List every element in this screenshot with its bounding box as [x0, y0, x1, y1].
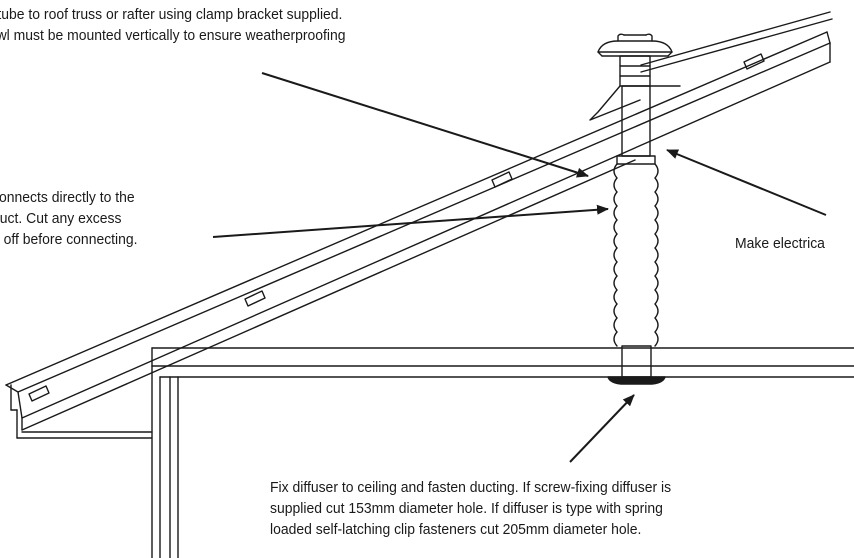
arrow-to-electrical-connection: [666, 149, 827, 216]
eave-fascia: [10, 384, 153, 439]
annotation-line: /cowl must be mounted vertically to ensu…: [0, 27, 346, 44]
annotation-line: Make electrica: [735, 235, 825, 252]
annotation-line: Fix diffuser to ceiling and fasten ducti…: [270, 479, 672, 496]
roof-cowl: [597, 33, 673, 87]
roof-rafter: [5, 11, 833, 431]
flexible-duct: [613, 163, 659, 378]
ceiling-joist: [151, 347, 854, 378]
annotation-line: en tube to roof truss or rafter using cl…: [0, 6, 343, 23]
vent-tube: [616, 85, 656, 165]
annotation-electrical: Make electrica: [735, 233, 825, 254]
wall: [151, 365, 179, 558]
ceiling-diffuser: [607, 376, 666, 385]
annotation-line: g off before connecting.: [0, 231, 138, 248]
roof-flashing: [589, 85, 681, 121]
annotation-line: loaded self-latching clip fasteners cut …: [270, 521, 642, 538]
arrow-to-flexible-duct: [212, 204, 609, 238]
annotation-duct-connection: connects directly to the duct. Cut any e…: [0, 187, 138, 250]
annotation-mount-instructions: en tube to roof truss or rafter using cl…: [0, 4, 346, 46]
annotation-diffuser-instructions: Fix diffuser to ceiling and fasten ducti…: [270, 477, 671, 540]
annotation-line: connects directly to the: [0, 189, 135, 206]
annotation-line: duct. Cut any excess: [0, 210, 122, 227]
annotation-line: supplied cut 153mm diameter hole. If dif…: [270, 500, 663, 517]
arrow-to-mount-point: [261, 72, 589, 178]
roof-battens: [28, 53, 765, 402]
arrow-to-diffuser: [569, 394, 635, 463]
